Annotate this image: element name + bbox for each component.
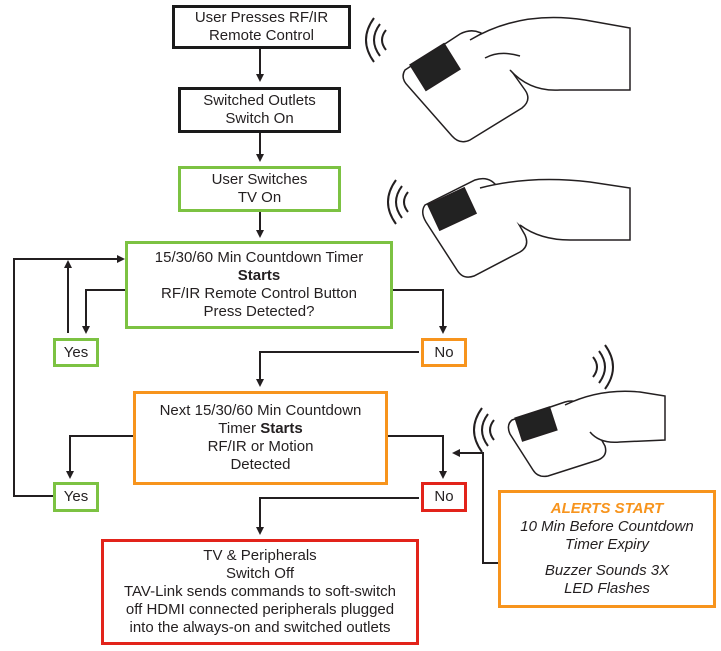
hand-remote-icon: [422, 177, 631, 278]
box-line: into the always-on and switched outlets: [129, 619, 391, 636]
box-line: TV & Peripherals: [203, 547, 317, 564]
box-line: 15/30/60 Min Countdown Timer: [154, 249, 364, 266]
next-countdown-box: Next 15/30/60 Min Countdown Timer Starts…: [133, 391, 388, 485]
box-line: Switch On: [225, 110, 294, 127]
box-line: TV On: [237, 189, 282, 206]
box-line: Timer Starts: [218, 420, 302, 438]
box-line: LED Flashes: [564, 580, 650, 597]
yes-label: Yes: [63, 488, 89, 505]
box-line: Detected: [230, 456, 291, 473]
arrow-yes2-loop: [13, 255, 125, 497]
box-line: User Switches: [211, 171, 308, 188]
signal-waves-icon: [592, 344, 614, 390]
no-label: No: [434, 343, 454, 361]
arrow-to-yes2: [66, 435, 134, 479]
arrow-no2-to-box6: [256, 497, 419, 535]
box-line: RF/IR Remote Control Button: [161, 285, 357, 302]
no-1-box: No: [421, 338, 467, 367]
box-line-part: Timer: [218, 420, 257, 437]
signal-waves-icon: [387, 179, 409, 225]
box-line: Next 15/30/60 Min Countdown: [159, 402, 362, 419]
switched-outlets-box: Switched Outlets Switch On: [178, 87, 341, 133]
yes-label: Yes: [63, 343, 89, 361]
box-line: Buzzer Sounds 3X: [544, 562, 670, 579]
hand-remote-icon: [507, 390, 666, 478]
signal-waves-icon: [365, 17, 387, 63]
hand-remote-icon: [402, 16, 631, 143]
no-label: No: [434, 488, 454, 505]
user-switches-tv-box: User Switches TV On: [178, 166, 341, 212]
arrow-to-no1: [391, 289, 447, 334]
box-line: off HDMI connected peripherals plugged: [125, 601, 395, 618]
signal-waves-icon: [473, 407, 495, 453]
arrow-no1-to-box5: [256, 351, 419, 387]
alerts-box: ALERTS START 10 Min Before Countdown Tim…: [498, 490, 716, 608]
yes-2-box: Yes: [53, 482, 99, 512]
alerts-title: ALERTS START: [550, 500, 664, 517]
arrow-to-no2: [386, 435, 447, 479]
tv-peripherals-off-box: TV & Peripherals Switch Off TAV-Link sen…: [101, 539, 419, 645]
user-presses-remote-box: User Presses RF/IR Remote Control: [172, 5, 351, 49]
yes-1-box: Yes: [53, 338, 99, 367]
box-line: Remote Control: [208, 27, 315, 44]
box-line: Timer Expiry: [564, 536, 650, 553]
box-line: Starts: [237, 267, 281, 284]
box-line: User Presses RF/IR: [194, 9, 329, 26]
countdown-timer-box: 15/30/60 Min Countdown Timer Starts RF/I…: [125, 241, 393, 329]
box-line: TAV-Link sends commands to soft-switch: [123, 583, 397, 600]
box-line: Press Detected?: [203, 303, 315, 320]
box-line: 10 Min Before Countdown: [520, 518, 694, 535]
arrow-to-yes1: [82, 289, 126, 334]
box-line: RF/IR or Motion: [207, 438, 314, 455]
box-line-part: Starts: [260, 420, 303, 437]
no-2-box: No: [421, 482, 467, 512]
arrow-alert-to-no2: [452, 449, 498, 564]
box-line: Switch Off: [225, 565, 295, 582]
box-line: Switched Outlets: [203, 92, 316, 109]
